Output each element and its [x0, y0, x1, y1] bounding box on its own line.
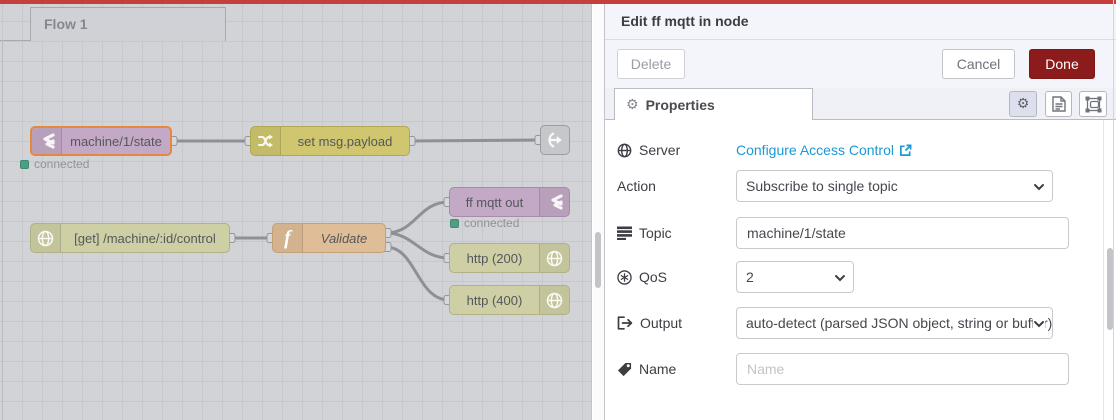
header-accent-bar [0, 0, 1116, 4]
wire [384, 200, 451, 235]
form-row-qos: QoS 2 [617, 261, 1103, 293]
wire [384, 245, 451, 302]
node-link-out[interactable] [540, 125, 570, 155]
node-label: set msg.payload [297, 133, 393, 149]
wire [408, 138, 542, 143]
globe-icon [617, 143, 632, 157]
link-out-icon [541, 126, 569, 154]
output-select[interactable]: auto-detect (parsed JSON object, string … [736, 307, 1053, 339]
tabbar-edge [0, 40, 30, 41]
mqtt-out-status: connected [450, 216, 519, 230]
globe-icon [539, 244, 569, 272]
scrollbar-thumb[interactable] [595, 232, 601, 288]
action-select[interactable]: Subscribe to single topic [736, 170, 1053, 202]
tray-scrollbar[interactable] [1103, 120, 1116, 420]
node-label: http (400) [466, 292, 523, 308]
node-label: [get] /machine/:id/control [74, 230, 216, 246]
qos-label: QoS [617, 269, 736, 285]
wire [384, 231, 451, 260]
shuffle-icon [251, 127, 281, 155]
tab-properties[interactable]: ⚙ Properties [614, 88, 813, 120]
gear-icon: ⚙ [626, 96, 639, 113]
flow-tab-label: Flow 1 [44, 16, 88, 32]
edit-properties-button[interactable]: ⚙ [1009, 91, 1037, 117]
node-description-button[interactable] [1045, 91, 1072, 117]
form-row-action: Action Subscribe to single topic [617, 170, 1103, 202]
name-input[interactable] [736, 353, 1069, 385]
configure-server-link[interactable]: Configure Access Control [736, 142, 912, 158]
node-mqtt-in[interactable]: machine/1/state [30, 126, 172, 156]
form-row-topic: Topic [617, 217, 1103, 249]
node-change[interactable]: set msg.payload [250, 126, 410, 156]
properties-form: Server Configure Access Control Action S… [605, 120, 1116, 420]
action-label: Action [617, 178, 656, 194]
window-right-edge [1113, 0, 1114, 420]
workspace-scrollbar[interactable] [593, 4, 604, 420]
mqtt-bridge-icon [539, 188, 569, 216]
done-button[interactable]: Done [1029, 49, 1095, 79]
node-function[interactable]: f Validate [272, 223, 386, 253]
scrollbar-thumb[interactable] [1107, 248, 1113, 330]
node-http-in[interactable]: [get] /machine/:id/control [30, 223, 230, 253]
form-row-name: Name [617, 353, 1103, 385]
name-label: Name [617, 361, 736, 377]
edit-tray: Edit ff mqtt in node Delete Cancel Done … [604, 4, 1116, 420]
tray-toolbar: Delete Cancel Done [605, 40, 1116, 88]
globe-icon [31, 224, 61, 252]
globe-icon [539, 286, 569, 314]
chevron-down-icon [1034, 184, 1044, 191]
mqtt-in-status: connected [20, 157, 89, 171]
qos-circle-icon [617, 269, 632, 285]
sign-out-icon [617, 316, 633, 330]
status-dot [20, 159, 29, 169]
output-label: Output [617, 315, 736, 331]
qos-select[interactable]: 2 [736, 261, 854, 293]
node-label: http (200) [466, 250, 523, 266]
status-dot [450, 218, 459, 228]
flow-workspace[interactable]: Flow 1 [0, 4, 592, 420]
tasks-icon [617, 226, 632, 240]
flow-tab[interactable]: Flow 1 [30, 7, 226, 41]
node-http-response-400[interactable]: http (400) [449, 285, 570, 315]
workspace-left-edge [2, 40, 3, 420]
node-label: ff mqtt out [465, 194, 524, 210]
external-link-icon [899, 144, 912, 156]
status-text: connected [34, 157, 90, 171]
edit-tray-title: Edit ff mqtt in node [605, 4, 1116, 40]
form-row-server: Server Configure Access Control [617, 134, 1103, 166]
cancel-button[interactable]: Cancel [942, 49, 1015, 79]
topic-input[interactable] [736, 217, 1069, 249]
node-appearance-icon [1085, 96, 1101, 112]
node-label: Validate [320, 230, 368, 246]
topic-label: Topic [617, 225, 736, 241]
gear-icon: ⚙ [1016, 96, 1030, 112]
node-appearance-button[interactable] [1079, 91, 1107, 117]
function-f-icon: f [273, 224, 303, 252]
server-label: Server [617, 142, 736, 158]
mqtt-bridge-icon [32, 128, 62, 154]
tray-tabs: ⚙ Properties ⚙ [605, 88, 1116, 120]
tab-properties-label: Properties [645, 96, 715, 113]
status-text: connected [464, 216, 520, 230]
tag-icon [617, 362, 632, 376]
form-row-output: Output auto-detect (parsed JSON object, … [617, 307, 1103, 339]
chevron-down-icon [835, 275, 845, 282]
doc-icon [1051, 96, 1066, 112]
chevron-down-icon [1033, 318, 1045, 330]
node-label: machine/1/state [70, 133, 162, 149]
node-http-response-200[interactable]: http (200) [449, 243, 570, 273]
node-mqtt-out[interactable]: ff mqtt out [449, 187, 570, 217]
delete-button[interactable]: Delete [617, 49, 685, 79]
